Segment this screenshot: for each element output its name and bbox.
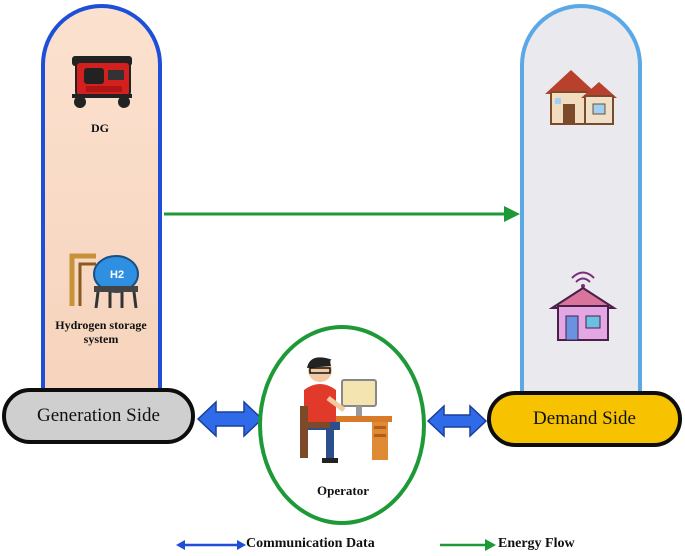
house-icon (545, 70, 617, 125)
communication-legend-arrow (176, 540, 246, 550)
energy-legend-label: Energy Flow (498, 536, 575, 551)
operator-node (258, 325, 426, 525)
generator-icon (72, 56, 132, 108)
communication-arrow-right (426, 404, 488, 438)
energy-legend-arrow (440, 539, 496, 551)
dg-label: DG (91, 121, 109, 135)
operator-label: Operator (317, 483, 369, 498)
energy-flow-arrow (164, 206, 520, 222)
demand-side-box: Demand Side (487, 391, 682, 447)
generation-side-box: Generation Side (2, 388, 195, 444)
person-at-computer-icon (300, 357, 392, 463)
communication-legend-label: Communication Data (246, 536, 375, 551)
hydrogen-tank-icon: H2 (69, 253, 139, 309)
generation-side-label: Generation Side (37, 405, 160, 426)
communication-arrow-left (196, 400, 264, 438)
svg-text:H2: H2 (110, 269, 124, 281)
hydrogen-storage-label: Hydrogen storage system (55, 318, 147, 346)
smart-home-icon (548, 271, 618, 341)
demand-side-label: Demand Side (533, 408, 636, 429)
